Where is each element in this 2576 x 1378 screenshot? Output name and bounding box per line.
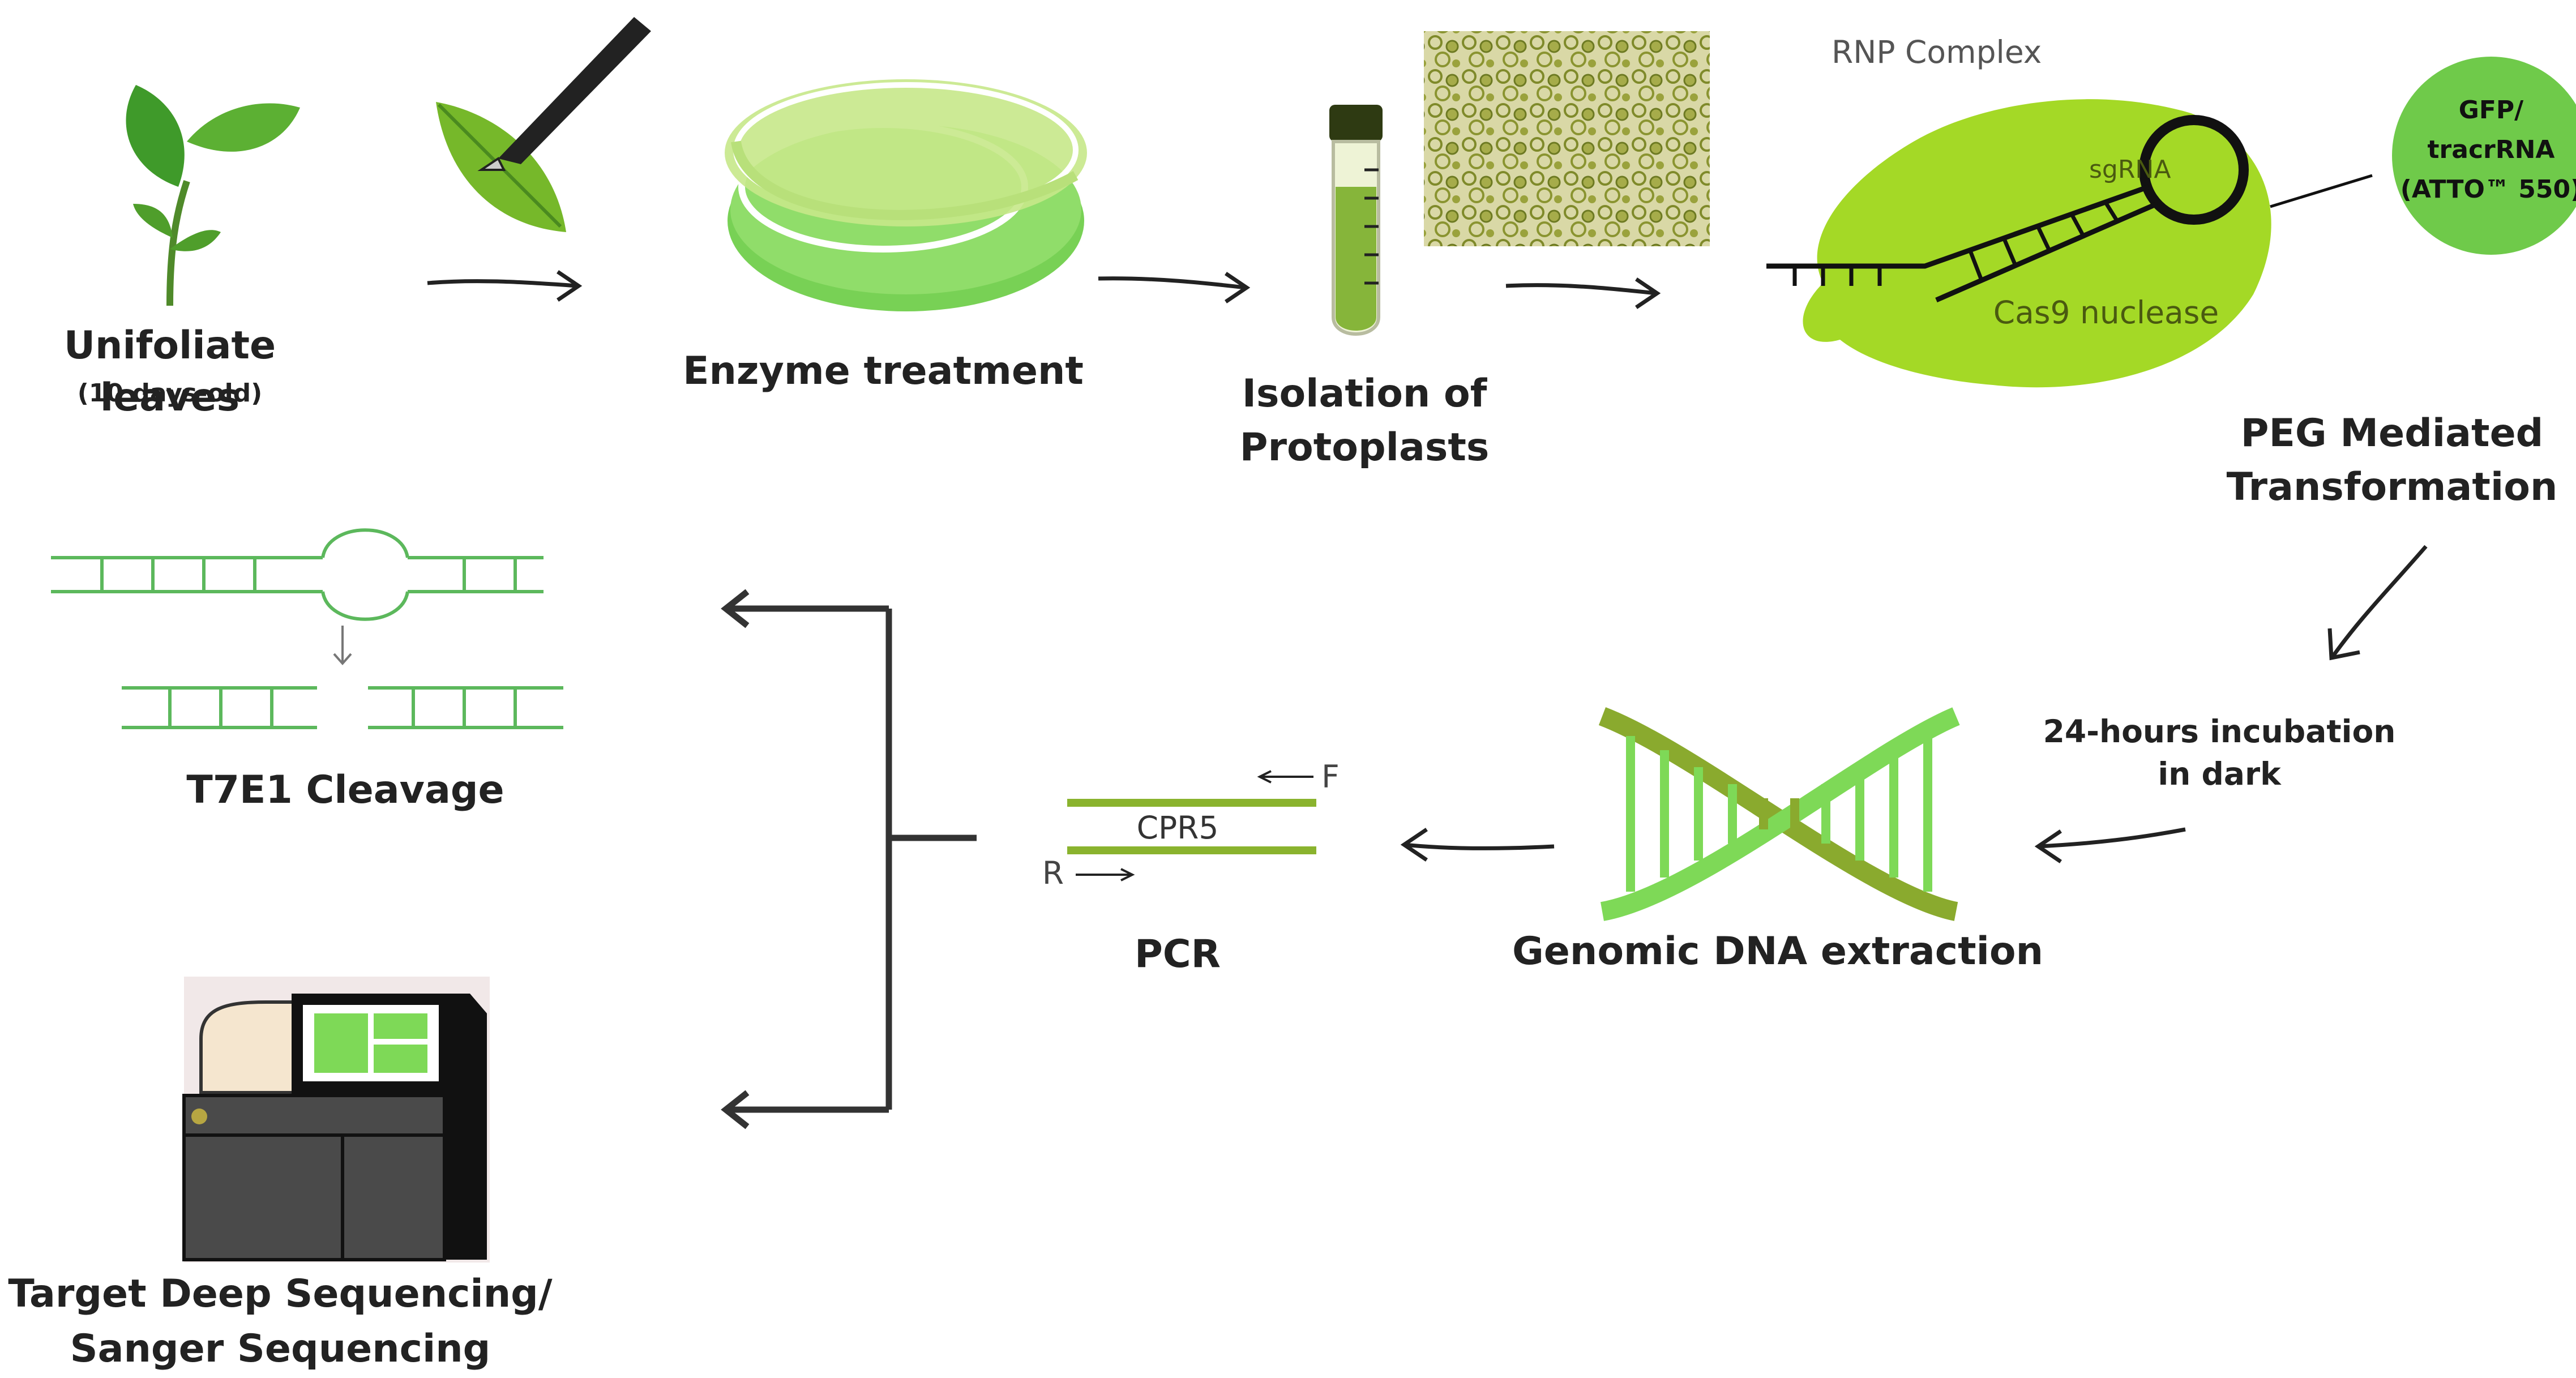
- peg-label-line2: Transformation: [2226, 465, 2558, 510]
- isolation-label-line2: Protoplasts: [1239, 425, 1490, 470]
- rnp-complex-icon: [1766, 57, 2576, 388]
- seedling-icon: [126, 85, 300, 306]
- rnp-title: RNP Complex: [1832, 34, 2042, 70]
- incubation-label-line1: 24-hours incubation: [2043, 713, 2396, 750]
- incubation-label-line2: in dark: [2158, 756, 2281, 792]
- cas9-label: Cas9 nuclease: [1993, 294, 2219, 331]
- arrow-3: [1505, 277, 1661, 309]
- protoplast-micrograph: [1424, 31, 1710, 246]
- scalpel-icon: [436, 17, 651, 232]
- sequencer-icon: [182, 977, 490, 1263]
- gfp-label-line2: tracrRNA: [2427, 135, 2555, 164]
- gfp-label-line1: GFP/: [2458, 96, 2524, 125]
- pcr-gene-label: CPR5: [1136, 810, 1219, 846]
- dna-extraction-label: Genomic DNA extraction: [1512, 929, 2044, 974]
- arrow-1: [427, 270, 583, 302]
- cleavage-arrow: [333, 626, 352, 666]
- pcr-label: PCR: [1134, 932, 1221, 977]
- sequencing-label-line2: Sanger Sequencing: [70, 1326, 491, 1371]
- t7e1-strand-icon: [51, 528, 563, 729]
- pcr-icon: [1067, 770, 1316, 881]
- leaves-sublabel: (10 days-old): [77, 379, 263, 408]
- test-tube-icon: [1329, 105, 1383, 336]
- arrow-6: [1400, 828, 1555, 862]
- arrow-4: [2327, 545, 2428, 661]
- sequencing-label-line1: Target Deep Sequencing/: [8, 1272, 553, 1316]
- isolation-label-line1: Isolation of: [1242, 371, 1487, 416]
- dna-helix-icon: [1598, 707, 1960, 921]
- sgrna-label: sgRNA: [2089, 155, 2171, 184]
- pcr-reverse-label: R: [1042, 855, 1064, 891]
- enzyme-label: Enzyme treatment: [683, 349, 1084, 393]
- branch-arrow: [721, 589, 977, 1129]
- t7e1-label: T7E1 Cleavage: [186, 768, 504, 812]
- gfp-label-line3: (ATTO™ 550): [2400, 175, 2576, 204]
- arrow-2: [1098, 272, 1251, 303]
- pcr-forward-label: F: [1321, 759, 1340, 795]
- petri-dish-icon: [725, 79, 1087, 311]
- leaves-label: Unifoliate leaves: [63, 323, 276, 420]
- arrow-5: [2034, 827, 2186, 863]
- peg-label-line1: PEG Mediated: [2240, 411, 2544, 456]
